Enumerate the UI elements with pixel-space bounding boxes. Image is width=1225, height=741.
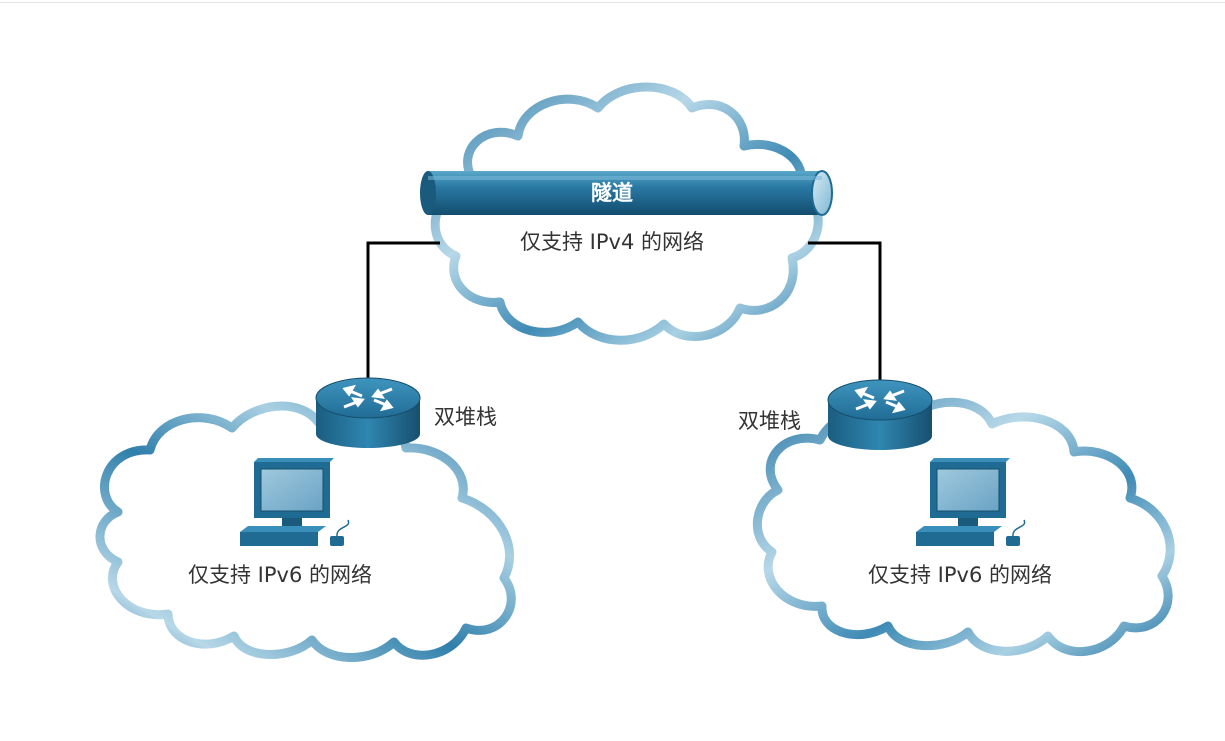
left-router: [315, 377, 421, 448]
tunnel-pipe-icon: [420, 170, 833, 216]
left-ipv6-network-label: 仅支持 IPv6 的网络: [188, 563, 372, 587]
workstation-icon: [916, 458, 1026, 546]
workstation-icon: [240, 458, 350, 546]
router-icon: [315, 377, 421, 448]
right-ipv6-network-label: 仅支持 IPv6 的网络: [868, 563, 1052, 587]
tunnel-label: 隧道: [591, 181, 633, 205]
left-workstation: [240, 458, 350, 546]
left-router-label: 双堆栈: [434, 405, 497, 429]
left-link: [366, 241, 440, 380]
top-divider: [0, 2, 1225, 3]
links: [366, 241, 882, 383]
router-icon: [827, 379, 933, 450]
right-link: [808, 241, 882, 383]
right-router-label: 双堆栈: [738, 409, 801, 433]
right-router: [827, 379, 933, 450]
tunnel-pipe: 隧道: [420, 170, 833, 216]
right-workstation: [916, 458, 1026, 546]
ipv4-network-label: 仅支持 IPv4 的网络: [520, 230, 704, 254]
